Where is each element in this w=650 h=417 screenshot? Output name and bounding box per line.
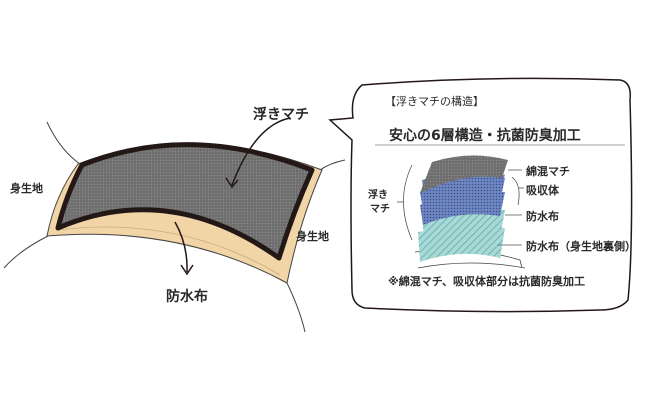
layer-label-waterproof-body: 防水布（身生地裏側） — [526, 240, 636, 253]
group-label-2: マチ — [370, 204, 390, 215]
label-body-left: 身生地 — [10, 182, 43, 195]
bubble-note: ※綿混マチ、吸収体部分は抗菌防臭加工 — [388, 275, 586, 288]
layer-label-gusset: 綿混マチ — [526, 165, 570, 178]
label-body-right: 身生地 — [296, 230, 329, 243]
group-label-1: 浮き — [368, 190, 388, 201]
bubble-heading: 【浮きマチの構造】 — [385, 95, 484, 108]
label-gusset: 浮きマチ — [253, 107, 309, 123]
layer-label-absorb: 吸収体 — [526, 184, 559, 197]
gusset-shape — [55, 142, 315, 261]
label-waterproof: 防水布 — [166, 289, 208, 305]
body-fabric-outline — [3, 121, 346, 333]
layer-label-waterproof: 防水布 — [526, 210, 559, 223]
layer-gusset — [420, 155, 508, 193]
bubble-title: 安心の6層構造・抗菌防臭加工 — [389, 128, 581, 144]
